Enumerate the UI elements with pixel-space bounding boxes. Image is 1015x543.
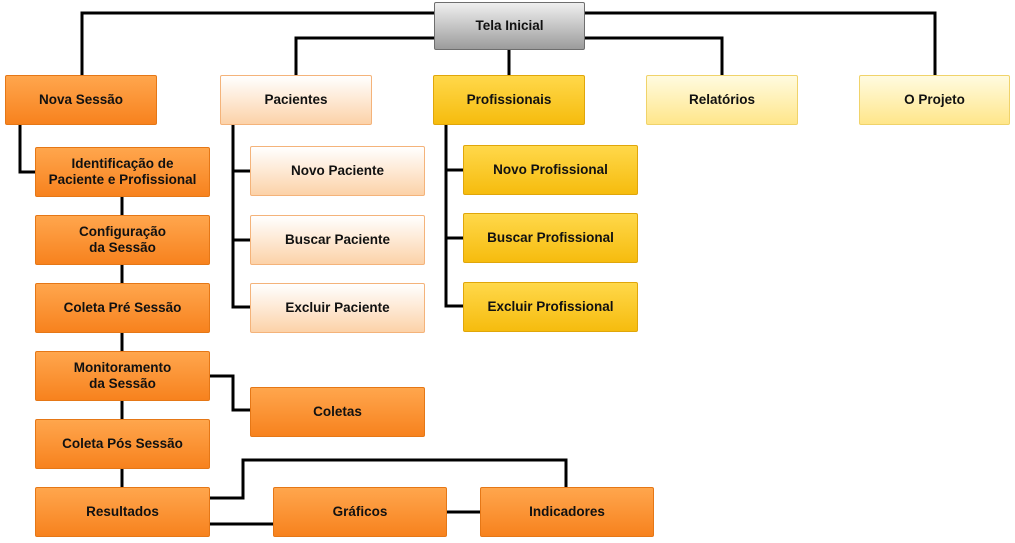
node-identificacao: Identificação de Paciente e Profissional xyxy=(35,147,210,197)
node-coleta-pre: Coleta Pré Sessão xyxy=(35,283,210,333)
node-o-projeto: O Projeto xyxy=(859,75,1010,125)
node-excluir-paciente: Excluir Paciente xyxy=(250,283,425,333)
node-buscar-paciente: Buscar Paciente xyxy=(250,215,425,265)
node-monitoramento: Monitoramento da Sessão xyxy=(35,351,210,401)
node-pacientes: Pacientes xyxy=(220,75,372,125)
node-coletas: Coletas xyxy=(250,387,425,437)
node-novo-profissional: Novo Profissional xyxy=(463,145,638,195)
node-nova-sessao: Nova Sessão xyxy=(5,75,157,125)
node-resultados: Resultados xyxy=(35,487,210,537)
node-coleta-pos: Coleta Pós Sessão xyxy=(35,419,210,469)
node-novo-paciente: Novo Paciente xyxy=(250,146,425,196)
node-configuracao: Configuração da Sessão xyxy=(35,215,210,265)
node-excluir-profissional: Excluir Profissional xyxy=(463,282,638,332)
node-profissionais: Profissionais xyxy=(433,75,585,125)
node-tela-inicial: Tela Inicial xyxy=(434,2,585,50)
node-graficos: Gráficos xyxy=(273,487,447,537)
node-relatorios: Relatórios xyxy=(646,75,798,125)
node-indicadores: Indicadores xyxy=(480,487,654,537)
node-buscar-profissional: Buscar Profissional xyxy=(463,213,638,263)
